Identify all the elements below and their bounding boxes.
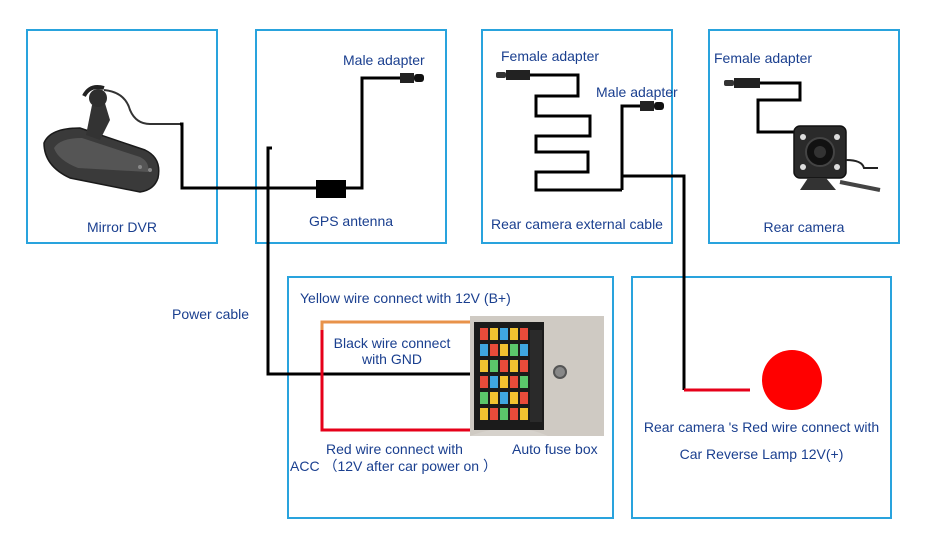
power-cable-label: Power cable — [172, 306, 250, 322]
gps-male-adapter-label: Male adapter — [343, 52, 425, 68]
female-adapter-plug-icon — [496, 70, 530, 80]
yellow-wire-label: Yellow wire connect with 12V (B+) — [300, 290, 511, 306]
power-cable-top-wire — [268, 148, 300, 188]
auto-fuse-box-label: Auto fuse box — [512, 441, 598, 457]
black-wire-label-line-2: with GND — [362, 351, 422, 367]
reverse-lamp-panel — [631, 276, 892, 519]
red-acc-wire — [320, 330, 472, 432]
red-wire-label-line-1: Red wire connect with — [326, 441, 463, 457]
external-cable-coil-wire — [530, 73, 622, 192]
red-wire-label-line-2: ACC （12V after car power on ） — [290, 458, 497, 474]
power-cable-wire — [266, 146, 472, 376]
rear-camera-icon — [793, 125, 881, 192]
dvr-cable-wire — [180, 122, 318, 190]
yellow-wire — [320, 320, 472, 330]
reverse-lamp-icon — [762, 350, 822, 410]
rear-camera-red-black-wire — [622, 174, 686, 390]
black-wire-label-line-1: Black wire connect — [333, 335, 451, 351]
gps-antenna-label: GPS antenna — [308, 213, 394, 229]
rear-camera-cable-wire — [756, 81, 802, 134]
external-cable-female-adapter-label: Female adapter — [501, 48, 600, 64]
reverse-lamp-label-line-1: Rear camera 's Red wire connect with — [643, 419, 880, 435]
external-cable-male-adapter-label: Male adapter — [596, 84, 678, 100]
external-cable-male-wire — [620, 104, 640, 190]
rear-camera-external-cable-label: Rear camera external cable — [491, 216, 663, 232]
gps-antenna-block — [316, 180, 346, 198]
gps-cable-wire — [346, 76, 401, 190]
rear-camera-female-adapter-label: Female adapter — [714, 50, 813, 66]
female-adapter-plug-icon-2 — [724, 78, 760, 88]
male-adapter-plug-icon-2 — [640, 101, 664, 111]
fuse-box-icon — [470, 316, 604, 436]
rear-camera-label: Rear camera — [763, 219, 845, 235]
mirror-dvr-icon — [43, 85, 180, 193]
male-adapter-plug-icon — [400, 73, 424, 83]
mirror-dvr-label: Mirror DVR — [87, 219, 157, 235]
gps-antenna-panel — [255, 29, 447, 244]
reverse-lamp-label-line-2: Car Reverse Lamp 12V(+) — [679, 446, 844, 462]
